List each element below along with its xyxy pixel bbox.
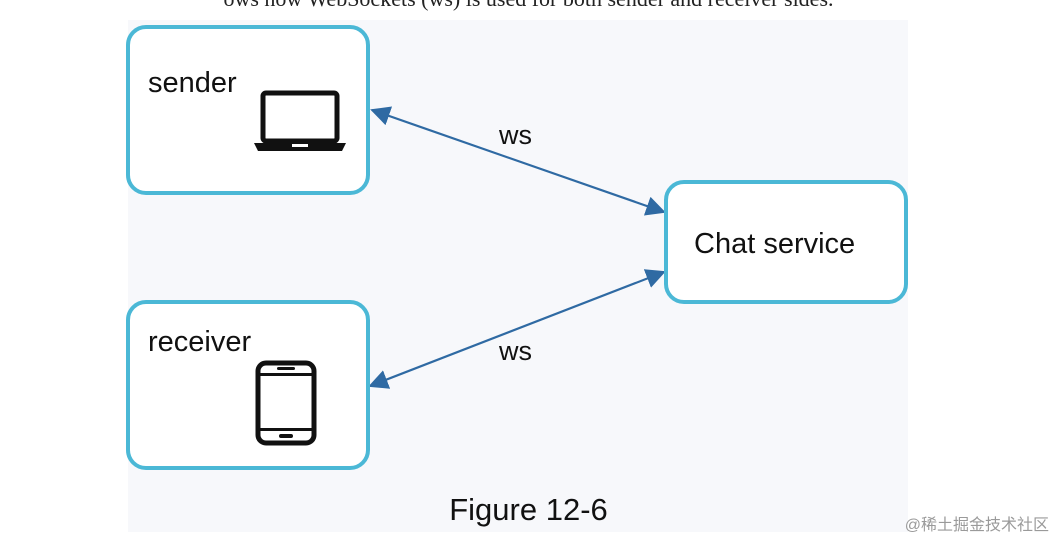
- figure-caption: Figure 12-6: [449, 492, 608, 527]
- watermark: @稀土掘金技术社区: [904, 517, 1049, 534]
- sender-label: sender: [148, 67, 237, 99]
- sender-node: sender: [126, 25, 370, 195]
- receiver-label: receiver: [148, 326, 252, 358]
- intro-text: ows how WebSockets (ws) is used for both…: [0, 0, 1057, 12]
- edge-label-sender: ws: [499, 120, 532, 150]
- edge-receiver-chat: [368, 269, 666, 389]
- chat-service-label: Chat service: [694, 228, 856, 260]
- edge-sender-chat: [370, 106, 666, 216]
- phone-icon: [255, 360, 317, 446]
- edge-label-receiver: ws: [499, 336, 532, 366]
- chat-service-node: Chat service: [664, 180, 908, 304]
- laptop-icon: [254, 90, 346, 151]
- receiver-node: receiver: [126, 300, 370, 470]
